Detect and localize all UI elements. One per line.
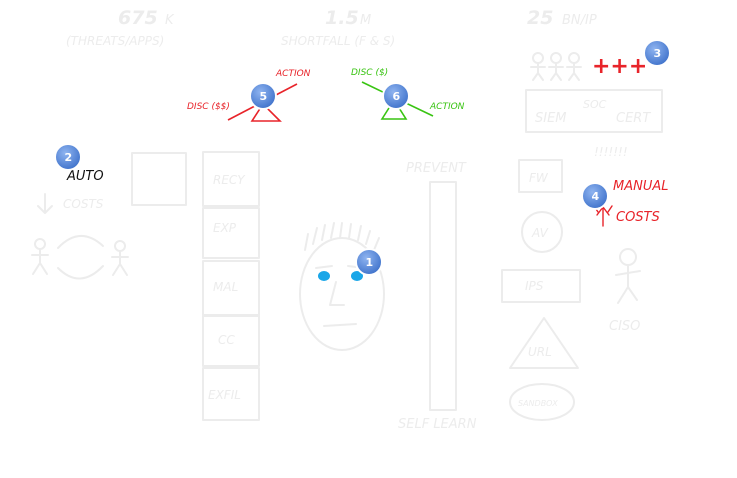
step-badge-6[interactable]: 6 — [382, 82, 410, 110]
alert-marks: !!!!!!! — [594, 145, 628, 159]
stat-events-value: 25 — [527, 7, 553, 29]
disc-right-label: DISC ($) — [351, 68, 388, 78]
stage-label: EXFIL — [208, 388, 241, 402]
stage-label: EXP — [213, 221, 237, 235]
auto-costs: COSTS — [37, 193, 104, 214]
up-arrow-icon — [593, 205, 613, 227]
step-badge-1[interactable]: 1 — [355, 248, 383, 276]
stat-events-unit: BN/IP — [562, 13, 597, 28]
step-badge-4[interactable]: 4 — [581, 182, 609, 210]
auto-label: AUTO — [66, 169, 104, 184]
stat-shortfall-label: SHORTFALL (F & S) — [281, 34, 395, 48]
svg-text:3: 3 — [654, 47, 662, 60]
stage-label: CC — [218, 333, 235, 347]
prevent-bar: PREVENT SELF LEARN — [398, 161, 477, 432]
fw-label: FW — [529, 171, 549, 185]
disc-left-label: DISC ($$) — [187, 102, 230, 112]
ciso-label: CISO — [609, 319, 640, 334]
stat-shortfall-unit: M — [360, 13, 371, 28]
svg-text:6: 6 — [393, 90, 401, 103]
stat-threats-unit: K — [165, 13, 175, 28]
face-icon — [299, 222, 385, 351]
security-controls: FW AV IPS URL SANDBOX — [501, 159, 581, 421]
av-circle — [521, 211, 563, 253]
stat-events: 25 BN/IP — [527, 7, 597, 29]
stage-box — [202, 315, 260, 367]
stage-label: MAL — [213, 280, 238, 294]
svg-text:1: 1 — [366, 256, 374, 269]
prevent-label: PREVENT — [406, 161, 467, 176]
stat-shortfall: 1.5 M SHORTFALL (F & S) — [281, 7, 395, 48]
url-label: URL — [528, 345, 552, 359]
ips-label: IPS — [525, 279, 544, 293]
manual-label: MANUAL — [613, 179, 669, 194]
stage-box — [202, 151, 260, 207]
prevent-column — [429, 181, 457, 411]
fw-box — [518, 159, 563, 193]
ciso-person-icon — [615, 248, 641, 304]
stage-box — [202, 207, 260, 259]
action-right-label: ACTION — [429, 102, 465, 112]
stat-threats: 675 K (THREATS/APPS) — [66, 7, 175, 48]
stage-box — [202, 367, 260, 421]
stat-threats-label: (THREATS/APPS) — [66, 34, 164, 48]
soc-box: SIEM SOC CERT — [525, 89, 663, 133]
svg-text:4: 4 — [592, 190, 600, 203]
ips-box — [501, 269, 581, 303]
plus-marks: +++ — [592, 54, 647, 79]
sandbox-ellipse — [509, 383, 575, 421]
soc-team-icon — [530, 52, 582, 81]
red-decision-scale: ACTION DISC ($$) — [187, 69, 311, 122]
costs-left-label: COSTS — [63, 197, 104, 211]
red-scale-fulcrum — [250, 102, 282, 122]
green-scale-fulcrum — [380, 98, 408, 120]
siem-label: SIEM — [535, 111, 567, 126]
step-badge-3[interactable]: 3 — [643, 39, 671, 67]
costs-right-label: COSTS — [616, 210, 660, 225]
stage-label: RECY — [213, 173, 246, 187]
url-triangle — [509, 317, 579, 369]
stat-threats-value: 675 — [118, 7, 158, 29]
svg-text:5: 5 — [260, 90, 268, 103]
step-badge-2[interactable]: 2 — [54, 143, 82, 171]
stat-shortfall-value: 1.5 — [325, 7, 359, 29]
people-cycle-icon — [31, 235, 129, 280]
action-left-label: ACTION — [275, 69, 311, 79]
svg-text:2: 2 — [65, 151, 73, 164]
left-eye-icon — [318, 271, 330, 281]
right-eye-icon — [351, 271, 363, 281]
step-badge-5[interactable]: 5 — [249, 82, 277, 110]
soc-label: SOC — [583, 98, 607, 111]
attack-chain: RECY EXP MAL CC EXFIL — [202, 151, 260, 421]
cert-label: CERT — [616, 111, 651, 126]
av-label: AV — [531, 226, 549, 240]
self-learn-label: SELF LEARN — [398, 417, 477, 432]
empty-box — [131, 152, 187, 206]
sandbox-label: SANDBOX — [518, 399, 558, 408]
